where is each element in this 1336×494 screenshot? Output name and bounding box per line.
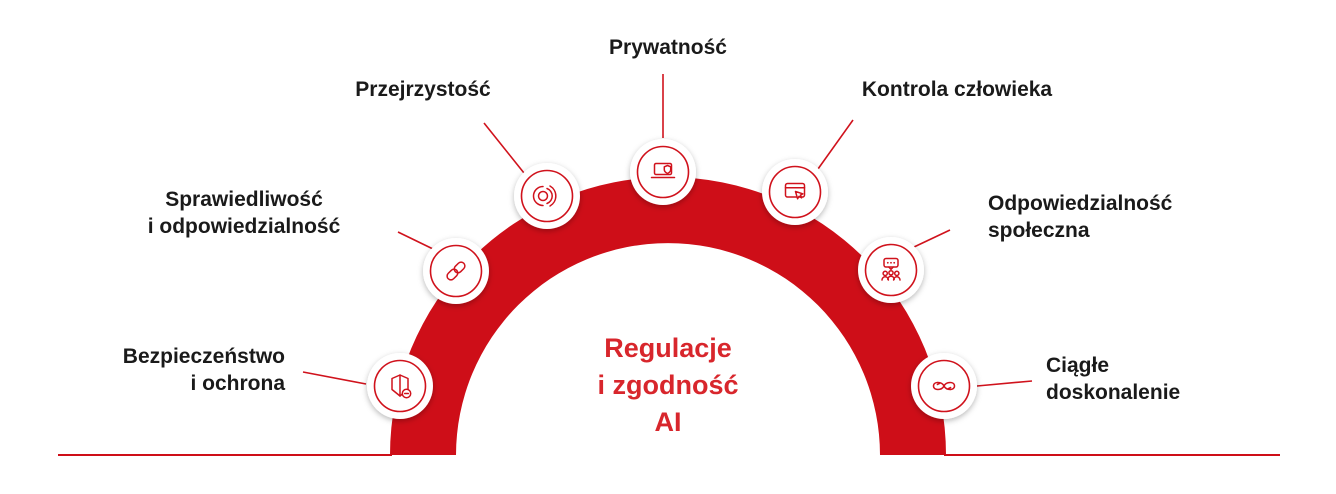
connector-line <box>976 380 1033 387</box>
connector-line <box>302 371 367 385</box>
shield-security-icon <box>391 374 412 399</box>
connector-line <box>483 122 525 174</box>
connector-line <box>913 229 951 248</box>
laptop-shield-icon <box>650 162 676 179</box>
node-circle <box>630 139 696 205</box>
label-security: Bezpieczeństwo i ochrona <box>122 345 285 395</box>
arch-shape <box>390 177 946 455</box>
browser-cursor-icon <box>784 182 806 200</box>
transparency-icon <box>532 185 557 207</box>
label-privacy: Prywatność <box>609 36 727 59</box>
people-speech-icon <box>881 257 901 281</box>
connector-line <box>817 119 854 170</box>
center-title: Regulacje i zgodność AI <box>597 333 739 437</box>
label-human-control: Kontrola człowieka <box>861 78 1053 101</box>
connector-line <box>397 231 434 250</box>
connector-lines <box>302 74 1033 387</box>
label-transparency: Przejrzystość <box>355 78 491 101</box>
infinity-loop-icon <box>932 381 956 391</box>
label-social-responsibility: Odpowiedzialność społeczna <box>988 192 1173 242</box>
node-circle <box>423 238 489 304</box>
chain-link-icon <box>446 261 466 281</box>
label-continuous-improvement: Ciągłe doskonalenie <box>1046 354 1181 404</box>
label-fairness: Sprawiedliwość i odpowiedzialność <box>147 188 341 238</box>
